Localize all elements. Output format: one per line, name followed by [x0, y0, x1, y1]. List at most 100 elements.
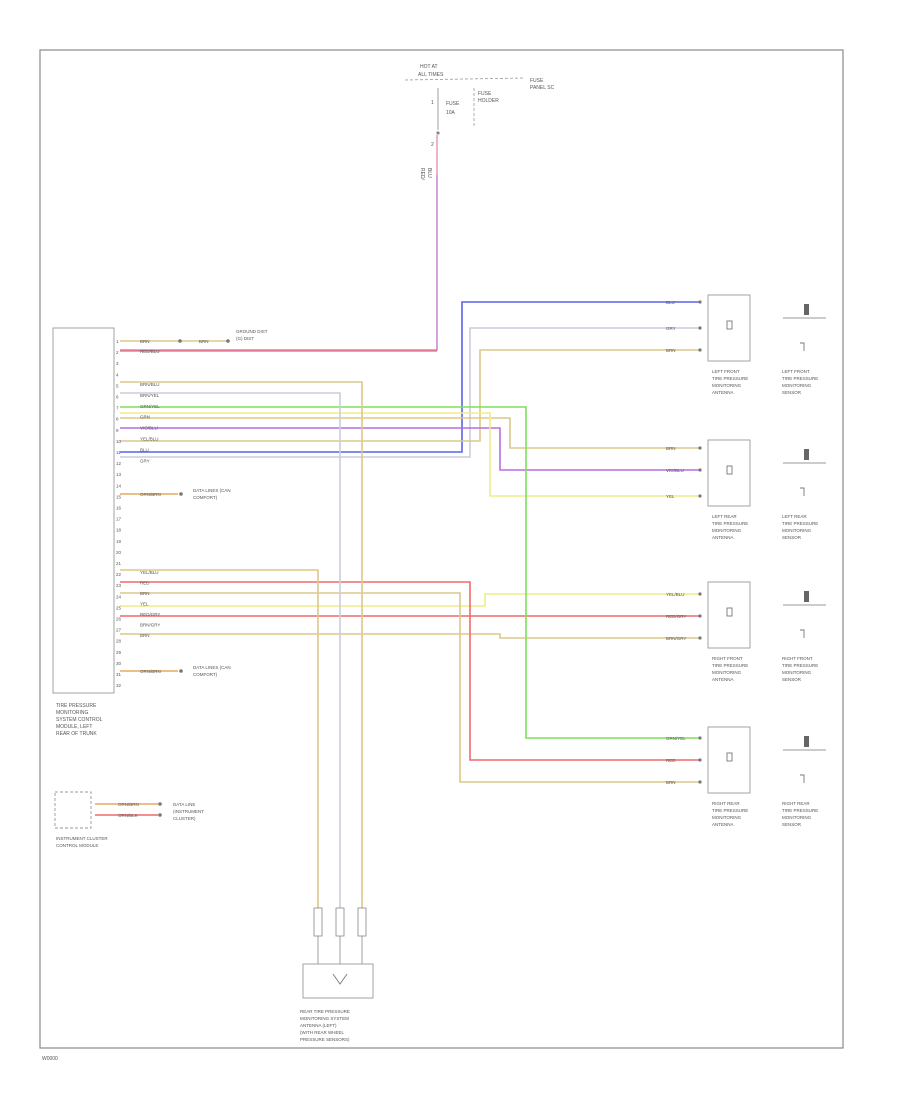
sensor-icon — [804, 736, 809, 747]
rear-connector-2 — [335, 907, 345, 937]
antenna-coil-icon — [726, 752, 733, 762]
antenna-wire-label: BLU — [666, 300, 675, 305]
module-wire-label: BRN — [140, 633, 150, 638]
fuse-pin-1: 1 — [431, 100, 434, 106]
module-pin-3: 3 — [116, 361, 119, 366]
module-wire-label: GRN/YEL — [140, 404, 160, 409]
rear-antenna: REAR TIRE PRESSURE MONITORING SYSTEM ANT… — [300, 907, 374, 1042]
rear-antenna-symbol — [332, 973, 348, 985]
antenna-wire-label: BRN — [666, 780, 676, 785]
fuse-block: HOT AT ALL TIMES FUSE PANEL SC FUSE HOLD… — [404, 64, 555, 181]
left-rear-antenna-label: ANTENNA — [712, 535, 734, 540]
module-wire-label: BLU — [140, 447, 149, 452]
module-wire-label: BRN/BLU — [140, 382, 160, 387]
module-pin-11: 11 — [116, 450, 121, 455]
wire-rr-red — [120, 581, 700, 761]
right-front-antenna-label: TIRE PRESSURE — [712, 663, 748, 668]
sensor-ground-icon — [800, 774, 805, 783]
supply-wire-label-2: BLU — [426, 168, 432, 178]
ic-wire-label-1: ORN/BRN — [118, 802, 139, 807]
fuse-block-title-2: ALL TIMES — [418, 72, 444, 78]
module-label-5: REAR OF TRUNK — [56, 731, 97, 737]
left-front-antenna-label: ANTENNA — [712, 390, 734, 395]
module-wire-label: RED — [140, 581, 150, 586]
wire-rr-brn — [120, 592, 700, 783]
sensor-icon — [804, 591, 809, 602]
right-front-sensor-label: RIGHT FRONT — [782, 656, 813, 661]
module-pin-30: 30 — [116, 661, 122, 666]
sensor-icon — [804, 449, 809, 460]
right-rear-sensor-label: SENSOR — [782, 822, 802, 827]
module-pin-22: 22 — [116, 572, 122, 577]
module-pin-1: 1 — [116, 339, 119, 344]
antenna-coil-icon — [726, 320, 733, 330]
fuse-panel-label-1: FUSE — [530, 78, 544, 84]
instrument-cluster-body — [54, 791, 92, 829]
ic-label-2: CONTROL MODULE — [56, 843, 98, 848]
left-front-antenna-body — [707, 294, 751, 362]
module-wire-labels: BRN BRN GROUND DIST (G) DIST RED/BLU BRN… — [140, 329, 268, 677]
right-rear-sensor-label: TIRE PRESSURE — [782, 808, 818, 813]
antenna-wire-label: VIO/BLU — [666, 468, 684, 473]
wire-lf-gry — [120, 327, 700, 458]
antenna-coil-icon — [726, 607, 733, 617]
module-wire-label: YEL/BLU — [140, 570, 159, 575]
module-wire-label: BRN/YEL — [140, 393, 160, 398]
ic-label-1: INSTRUMENT CLUSTER — [56, 836, 108, 841]
rear-antenna-connectors — [313, 907, 367, 964]
fuse-label-1: FUSE — [446, 101, 460, 107]
module-label-1: TIRE PRESSURE — [56, 703, 97, 709]
data2-wire-label: ORN/BRN — [140, 669, 161, 674]
module-pin-17: 17 — [116, 517, 122, 522]
module-pin-10: 10 — [116, 439, 122, 444]
module-wire-label: YEL — [140, 602, 149, 607]
right-front-antenna-label: MONITORING — [712, 670, 742, 675]
antenna-pin — [698, 592, 702, 596]
ground-wire-label-1: BRN — [140, 339, 150, 344]
wire-rear-brn — [120, 381, 363, 910]
ground-connector-2 — [226, 339, 230, 343]
module-wire-label: RED/GRY — [140, 612, 160, 617]
antenna-pin — [698, 494, 702, 498]
instrument-cluster: ORN/BRN ORN/BLK DATA LINE (INSTRUMENT CL… — [54, 791, 204, 848]
rear-connector-3 — [357, 907, 367, 937]
right-rear-antenna-label: MONITORING — [712, 815, 742, 820]
antenna-wire-label: GRN/YEL — [666, 736, 686, 741]
fuse-terminal — [436, 131, 440, 135]
antenna-pin — [698, 326, 702, 330]
module-pin-20: 20 — [116, 550, 122, 555]
wire-rf-yel — [120, 593, 700, 607]
antenna-wire-label: YEL/BLU — [666, 592, 685, 597]
antenna-pin — [698, 446, 702, 450]
left-front-sensor-label: TIRE PRESSURE — [782, 376, 818, 381]
module-pin-31: 31 — [116, 672, 122, 677]
sensor-ground-icon — [800, 487, 805, 496]
diagram-frame — [39, 49, 844, 1049]
left-rear-sensor-label: SENSOR — [782, 535, 802, 540]
fuse-panel-border — [404, 77, 526, 81]
supply-wire-label-1: RED/ — [419, 168, 425, 181]
wire-lf-blu — [120, 301, 700, 453]
data1-dest-label-2: COMFORT) — [193, 495, 218, 500]
module-label-2: MONITORING — [56, 710, 89, 716]
wires — [95, 135, 700, 910]
left-front-antenna-label: MONITORING — [712, 383, 742, 388]
ic-wire-label-2: ORN/BLK — [118, 813, 138, 818]
ic-dest-label-3: CLUSTER) — [173, 816, 196, 821]
ground-dest-label-1: GROUND DIST — [236, 329, 268, 334]
left-rear-antenna-label: MONITORING — [712, 528, 742, 533]
antenna-pin — [698, 736, 702, 740]
rear-antenna-label-2: MONITORING SYSTEM — [300, 1016, 349, 1021]
antenna-wire-label: BRN — [666, 446, 676, 451]
module-pin-16: 16 — [116, 506, 122, 511]
antenna-wire-label: RED — [666, 758, 676, 763]
left-rear-sensor-label: MONITORING — [782, 528, 812, 533]
module-wire-label: VIO/BLU — [140, 426, 158, 431]
module-label-3: SYSTEM CONTROL — [56, 717, 103, 723]
left-front-sensor-label: SENSOR — [782, 390, 802, 395]
rear-connector-1 — [313, 907, 323, 937]
antenna-coil-icon — [726, 465, 733, 475]
tpms-module-body — [52, 327, 115, 694]
